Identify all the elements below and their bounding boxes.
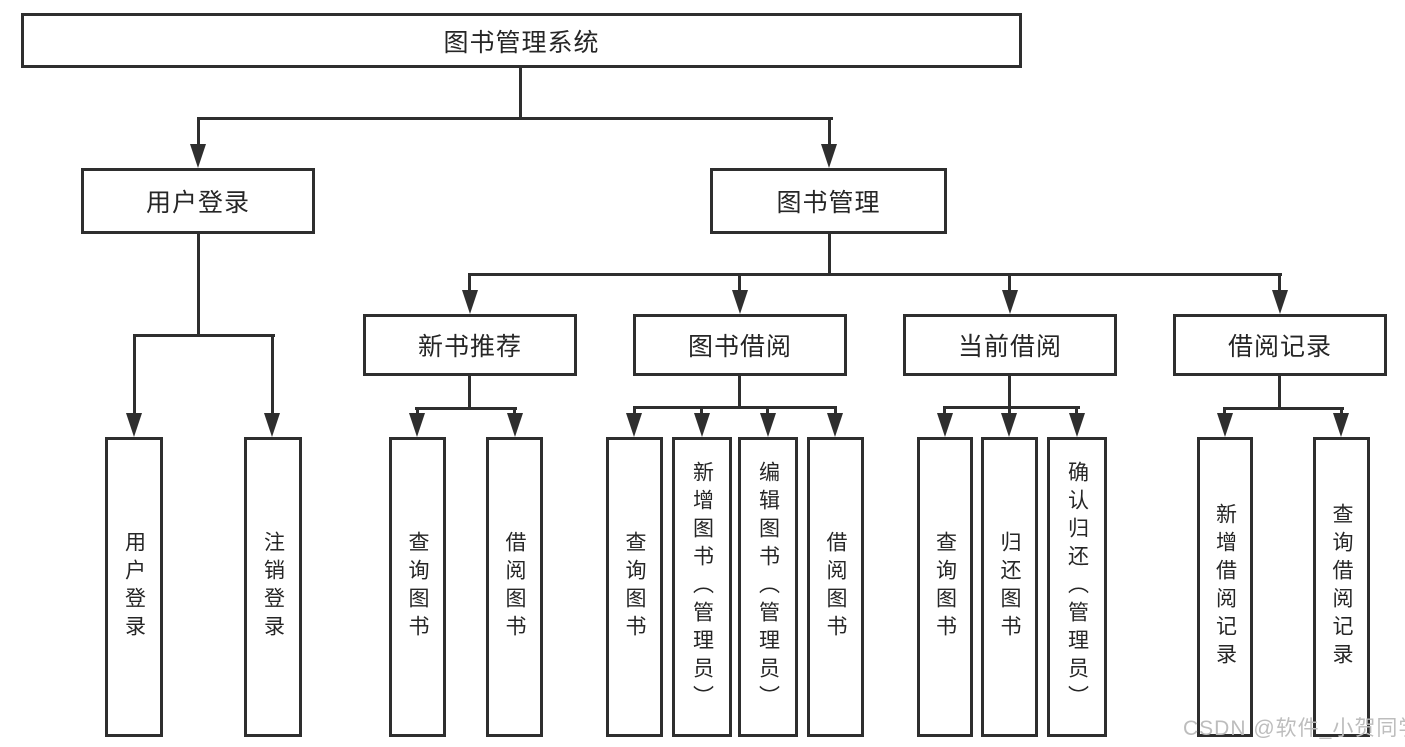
connector-stub bbox=[633, 406, 636, 416]
csdn-watermark: CSDN @软件_小贺同学 bbox=[1183, 717, 1405, 740]
connector-stub bbox=[468, 273, 471, 293]
connector-root-horizontal bbox=[197, 117, 833, 120]
node-label: 当前借阅 bbox=[957, 333, 1062, 361]
arrow-down-icon bbox=[626, 413, 642, 437]
leaf-borrow-books: 借阅图书 bbox=[486, 437, 543, 737]
leaf-query-books: 查询图书 bbox=[917, 437, 973, 737]
connector-stub-user-login bbox=[197, 117, 200, 147]
connector-stub bbox=[271, 334, 274, 416]
node-label: 图书管理 bbox=[776, 189, 881, 217]
connector-vertical bbox=[738, 376, 741, 409]
connector-stub bbox=[1278, 273, 1281, 293]
connector-vertical bbox=[1008, 376, 1011, 409]
connector-userlogin-horizontal bbox=[133, 334, 275, 337]
arrow-down-icon bbox=[821, 144, 837, 168]
leaf-query-books: 查询图书 bbox=[606, 437, 663, 737]
connector-userlogin-vertical bbox=[197, 234, 200, 337]
connector-bookmgmt-vertical bbox=[828, 234, 831, 276]
leaf-user-login: 用户登录 bbox=[105, 437, 163, 737]
arrow-down-icon bbox=[760, 413, 776, 437]
node-label: 用户登录 bbox=[145, 189, 250, 217]
arrow-down-icon bbox=[1001, 413, 1017, 437]
leaf-logout: 注销登录 bbox=[244, 437, 302, 737]
leaf-return-books: 归还图书 bbox=[981, 437, 1038, 737]
arrow-down-icon bbox=[937, 413, 953, 437]
node-label: 图书借阅 bbox=[687, 333, 792, 361]
connector-horizontal bbox=[944, 406, 1080, 409]
connector-root-vertical bbox=[519, 67, 522, 118]
leaf-label: 借阅图书 bbox=[503, 531, 527, 643]
connector-vertical bbox=[468, 376, 471, 410]
connector-stub bbox=[1223, 407, 1226, 416]
connector-stub bbox=[766, 406, 769, 416]
arrow-down-icon bbox=[126, 413, 142, 437]
connector-stub bbox=[133, 334, 136, 416]
connector-vertical bbox=[1278, 376, 1281, 410]
arrow-down-icon bbox=[732, 290, 748, 314]
node-current-borrowing: 当前借阅 bbox=[903, 314, 1117, 376]
arrow-down-icon bbox=[190, 144, 206, 168]
arrow-down-icon bbox=[409, 413, 425, 437]
node-label: 借阅记录 bbox=[1227, 333, 1332, 361]
arrow-down-icon bbox=[827, 413, 843, 437]
leaf-label: 查询图书 bbox=[933, 531, 957, 643]
connector-stub bbox=[513, 407, 516, 416]
connector-bookmgmt-horizontal bbox=[468, 273, 1282, 276]
connector-stub bbox=[834, 406, 837, 416]
leaf-label: 查询图书 bbox=[623, 531, 647, 643]
arrow-down-icon bbox=[507, 413, 523, 437]
connector-stub bbox=[738, 273, 741, 293]
leaf-query-borrow-record: 查询借阅记录 bbox=[1313, 437, 1370, 737]
node-library-management-system: 图书管理系统 bbox=[21, 13, 1022, 68]
leaf-confirm-return-admin: 确认归还（管理员） bbox=[1047, 437, 1107, 737]
leaf-query-books: 查询图书 bbox=[389, 437, 446, 737]
connector-horizontal bbox=[415, 407, 517, 410]
leaf-label: 归还图书 bbox=[998, 531, 1022, 643]
connector-horizontal bbox=[633, 406, 837, 409]
leaf-label: 编辑图书（管理员） bbox=[756, 461, 780, 713]
leaf-label: 新增借阅记录 bbox=[1213, 503, 1237, 671]
arrow-down-icon bbox=[462, 290, 478, 314]
leaf-add-books-admin: 新增图书（管理员） bbox=[672, 437, 732, 737]
leaf-label: 借阅图书 bbox=[824, 531, 848, 643]
leaf-label: 查询图书 bbox=[406, 531, 430, 643]
leaf-label: 确认归还（管理员） bbox=[1065, 461, 1089, 713]
connector-stub bbox=[1008, 406, 1011, 416]
connector-stub bbox=[416, 407, 419, 416]
connector-stub bbox=[1075, 406, 1078, 416]
arrow-down-icon bbox=[694, 413, 710, 437]
connector-stub bbox=[1008, 273, 1011, 293]
leaf-edit-books-admin: 编辑图书（管理员） bbox=[738, 437, 798, 737]
leaf-label: 用户登录 bbox=[122, 531, 146, 643]
node-borrowing-records: 借阅记录 bbox=[1173, 314, 1387, 376]
connector-stub bbox=[1340, 407, 1343, 416]
connector-stub bbox=[943, 406, 946, 416]
arrow-down-icon bbox=[1217, 413, 1233, 437]
node-label: 图书管理系统 bbox=[443, 28, 600, 57]
node-book-borrowing: 图书借阅 bbox=[633, 314, 847, 376]
arrow-down-icon bbox=[1272, 290, 1288, 314]
node-book-management: 图书管理 bbox=[710, 168, 947, 234]
arrow-down-icon bbox=[1069, 413, 1085, 437]
connector-horizontal bbox=[1224, 407, 1344, 410]
node-new-book-recommend: 新书推荐 bbox=[363, 314, 577, 376]
connector-stub-book-mgmt bbox=[828, 117, 831, 147]
connector-stub bbox=[700, 406, 703, 416]
node-user-login: 用户登录 bbox=[81, 168, 315, 234]
arrow-down-icon bbox=[264, 413, 280, 437]
leaf-label: 新增图书（管理员） bbox=[690, 461, 714, 713]
arrow-down-icon bbox=[1002, 290, 1018, 314]
leaf-add-borrow-record: 新增借阅记录 bbox=[1197, 437, 1253, 737]
leaf-label: 查询借阅记录 bbox=[1330, 503, 1354, 671]
leaf-borrow-books: 借阅图书 bbox=[807, 437, 864, 737]
arrow-down-icon bbox=[1333, 413, 1349, 437]
leaf-label: 注销登录 bbox=[261, 531, 285, 643]
node-label: 新书推荐 bbox=[417, 333, 522, 361]
